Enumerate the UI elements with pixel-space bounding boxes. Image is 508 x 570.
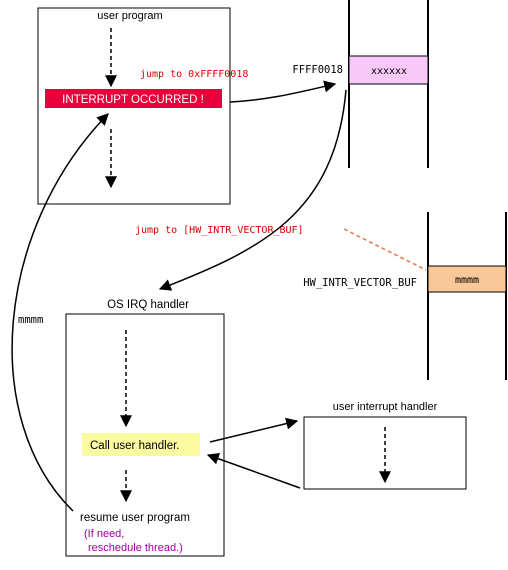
arrow-user-handler-return <box>206 452 301 489</box>
reschedule-note-line2: reschedule thread.) <box>88 542 183 554</box>
vector-table: xxxxxx <box>348 0 429 168</box>
os-irq-handler-title: OS IRQ handler <box>107 299 189 311</box>
user-interrupt-handler-box <box>303 416 467 490</box>
arrow-resume-to-user-program <box>11 113 109 512</box>
vector-table-entry <box>348 55 429 85</box>
arrow-interrupt-to-vector <box>229 80 337 103</box>
user-program-box: user program INTERRUPT OCCURRED ! <box>37 7 231 205</box>
call-user-handler-box <box>82 433 200 456</box>
interrupt-occurred-label: INTERRUPT OCCURRED ! <box>62 94 204 106</box>
arrow-call-to-user-handler <box>209 417 299 443</box>
buffer-table: mmmm <box>427 212 507 380</box>
interrupt-occurred-banner <box>45 89 222 108</box>
vector-table-address: FFFF0018 <box>292 64 343 76</box>
user-interrupt-handler-title: user interrupt handler <box>333 401 438 413</box>
user-program-title: user program <box>97 10 162 22</box>
os-irq-handler-address: mmmm <box>18 314 43 326</box>
os-irq-handler-box: Call user handler. resume user program (… <box>65 313 225 557</box>
jump-to-buffer-label: jump to [HW_INTR_VECTOR_BUF] <box>135 225 304 236</box>
buffer-table-address: HW_INTR_VECTOR_BUF <box>303 277 417 289</box>
buffer-dotted-connector <box>343 228 427 271</box>
arrow-vector-to-os-handler <box>158 89 347 291</box>
buffer-table-entry <box>427 265 507 293</box>
vector-table-entry-value: xxxxxx <box>371 66 407 77</box>
jump-to-vector-label: jump to 0xFFFF0018 <box>140 69 248 80</box>
reschedule-note-line1: (If need, <box>84 528 124 540</box>
buffer-table-entry-value: mmmm <box>455 275 479 286</box>
resume-user-program-label: resume user program <box>80 512 190 524</box>
call-user-handler-label: Call user handler. <box>90 440 180 452</box>
